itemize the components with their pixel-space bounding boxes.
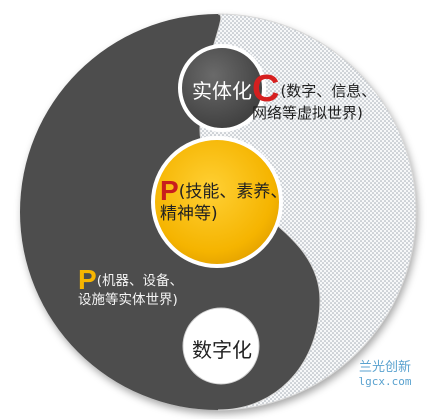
c-text: (数字、信息、网络等虚拟世界) <box>252 82 377 122</box>
center-p-label: P(技能、素养、精神等) <box>160 175 290 225</box>
c-letter: C <box>252 68 280 110</box>
left-p-letter: P <box>78 264 97 295</box>
c-label: C(数字、信息、网络等虚拟世界) <box>252 70 387 123</box>
top-dark-circle <box>178 44 266 132</box>
center-p-letter: P <box>160 175 179 206</box>
center-gold-circle <box>151 136 283 268</box>
bottom-light-circle <box>182 307 260 385</box>
watermark-url: lgcx.com <box>358 375 412 388</box>
bottom-circle-label: 数字化 <box>192 338 252 362</box>
center-p-text: (技能、素养、精神等) <box>160 182 288 224</box>
left-p-text: (机器、设备、设施等实体世界) <box>78 273 183 308</box>
top-circle-label: 实体化 <box>192 79 252 103</box>
watermark-chinese: 兰光创新 <box>358 360 411 375</box>
left-p-label: P(机器、设备、设施等实体世界) <box>78 266 196 309</box>
watermark: 兰光创新 lgcx.com <box>340 356 430 388</box>
